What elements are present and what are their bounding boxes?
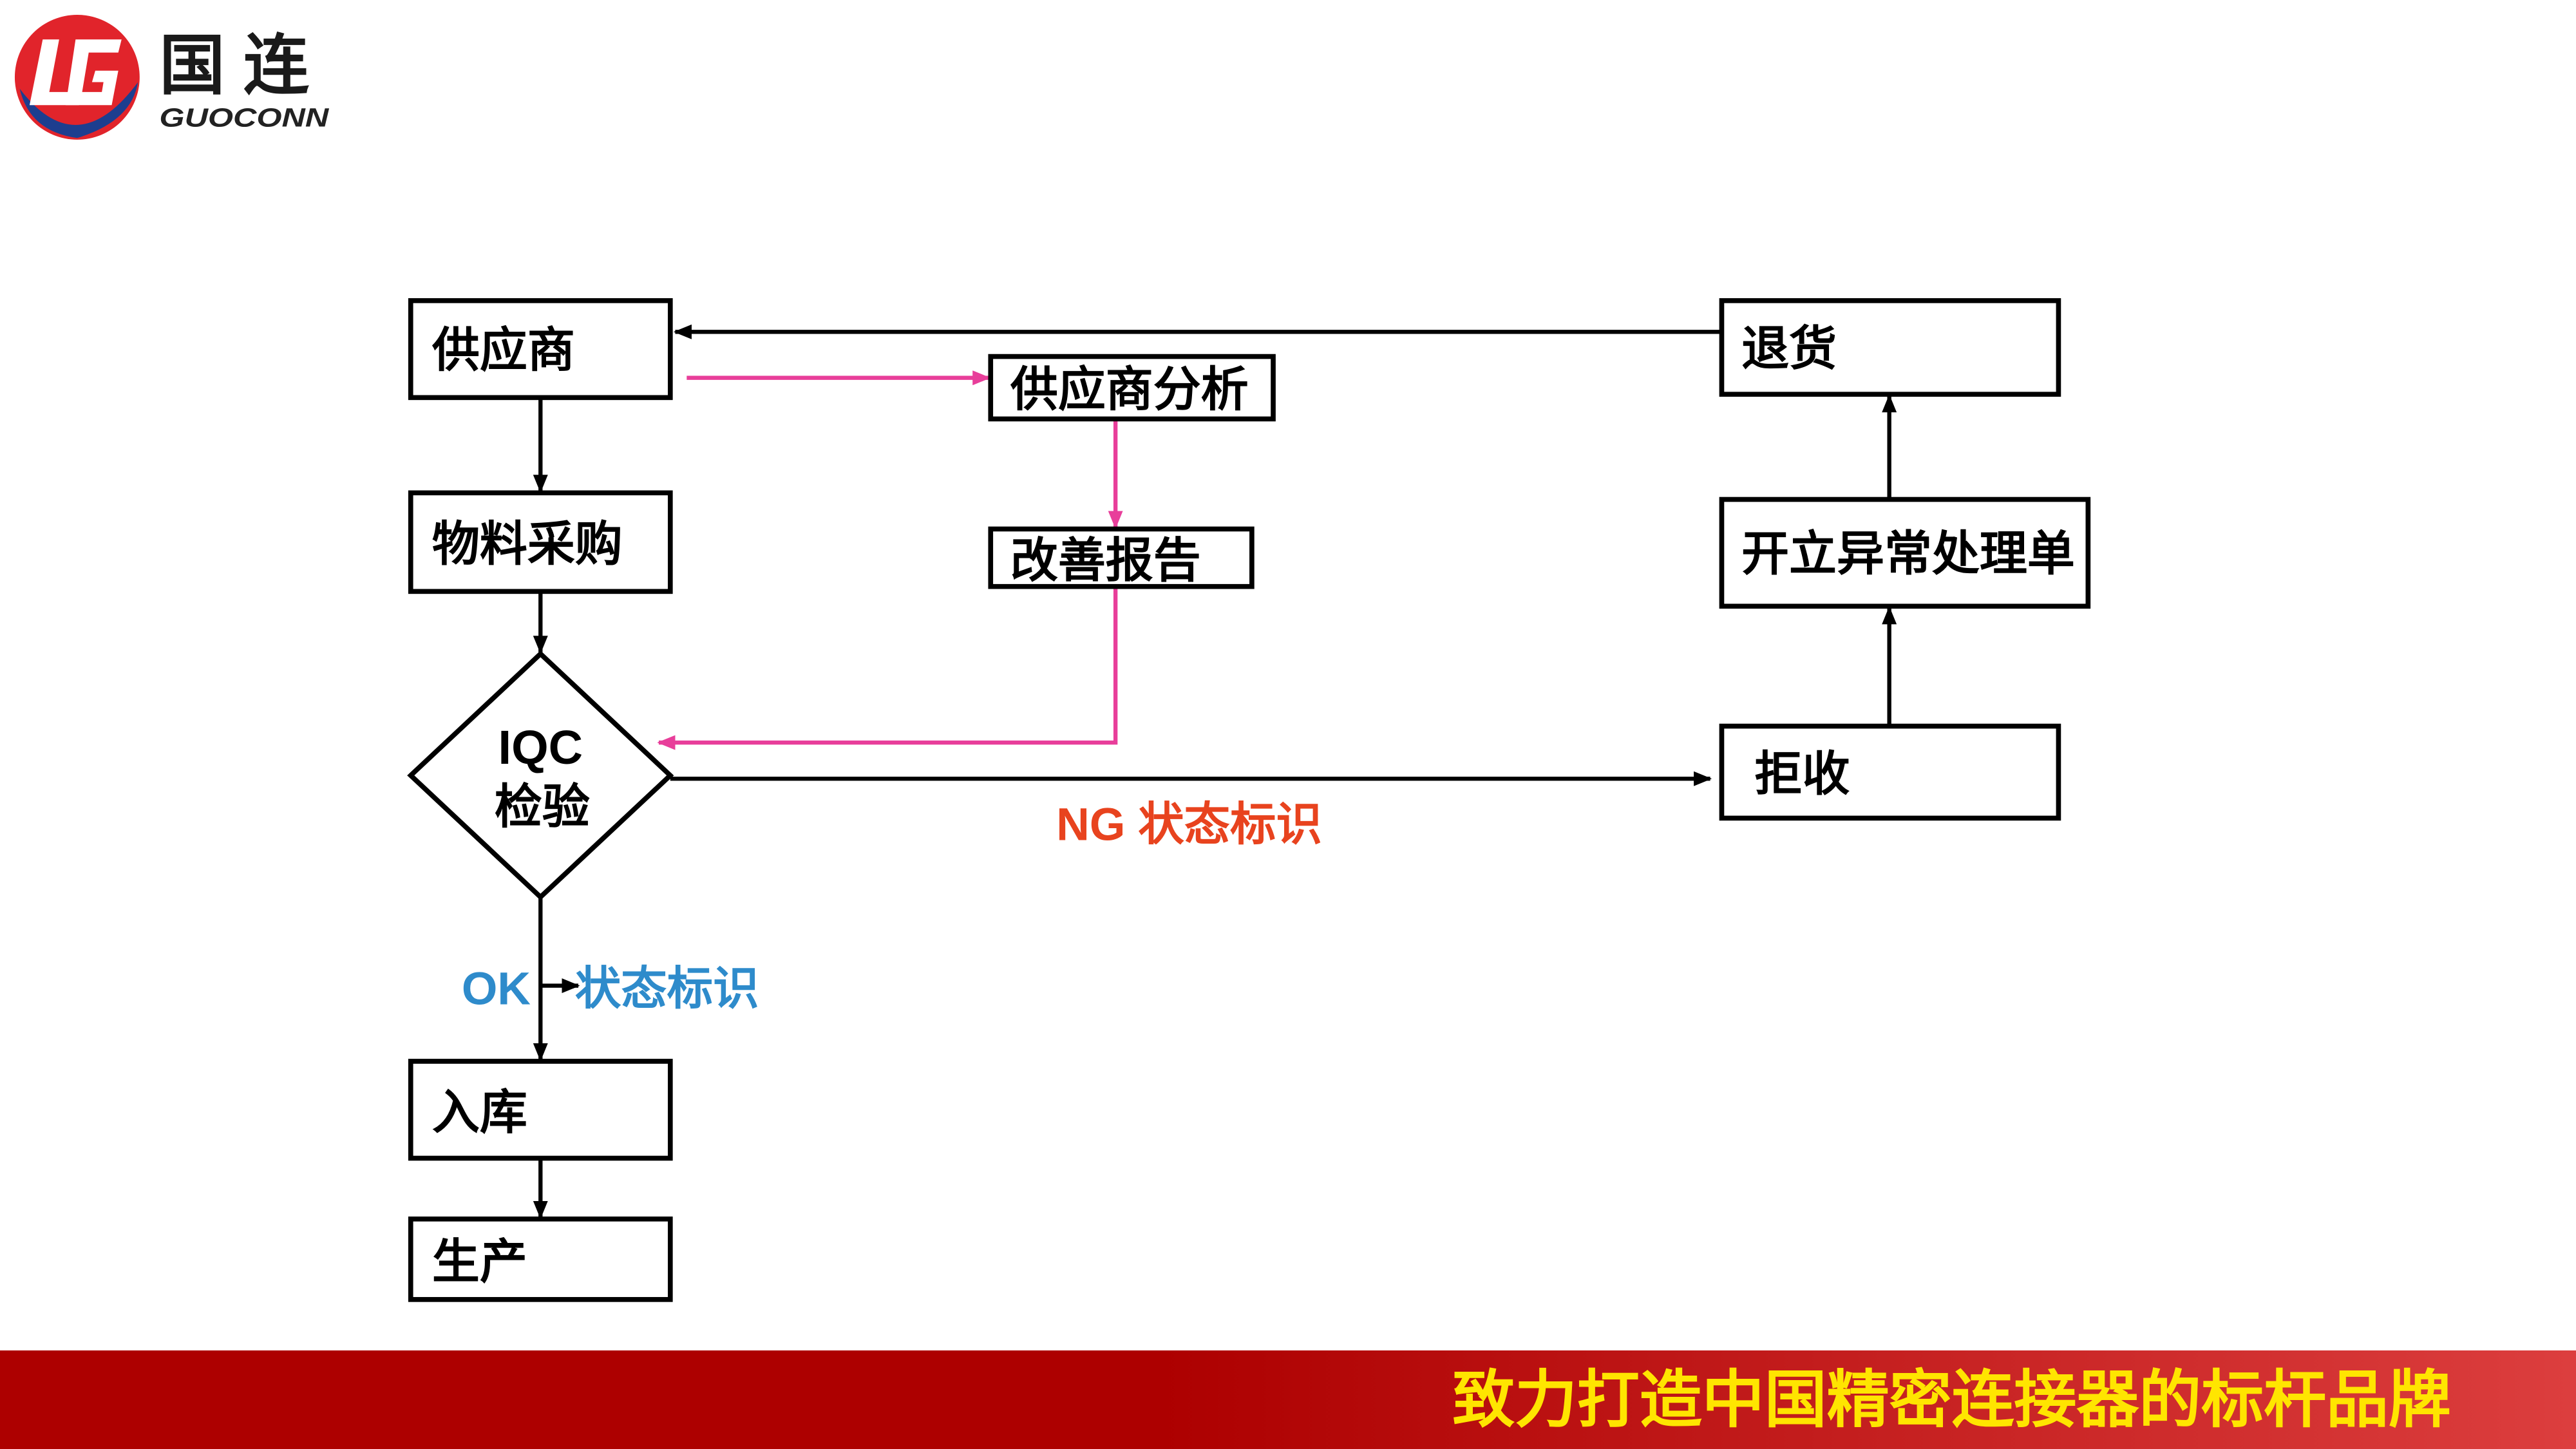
node-label-title: IQC	[498, 721, 583, 774]
node-box	[988, 354, 1276, 422]
arrow-report-to-iqc	[657, 586, 1118, 750]
node-label: 改善报告	[1010, 533, 1201, 587]
node-label: 退货	[1741, 321, 1837, 375]
node-label-subtitle: 检验	[495, 780, 590, 833]
node-box	[1719, 723, 2061, 821]
node-rejection: 拒收	[1719, 723, 2061, 821]
node-label: 入库	[432, 1086, 527, 1139]
logo-name-cn: 国 连	[159, 29, 309, 102]
logo-letter-g	[66, 39, 122, 106]
footer-slogan: 致力打造中国精密连接器的标杆品牌	[1452, 1365, 2451, 1435]
node-label: 物料采购	[432, 517, 623, 571]
node-box	[408, 1059, 673, 1161]
node-box	[408, 298, 673, 401]
node-supplier-analysis: 供应商分析	[988, 354, 1276, 422]
node-label: 拒收	[1754, 747, 1850, 800]
logo-letter-l	[29, 39, 82, 106]
node-label: 供应商	[432, 323, 575, 377]
node-supplier: 供应商	[408, 298, 673, 401]
node-return-goods: 退货	[1719, 298, 2061, 397]
node-improvement-report: 改善报告	[988, 526, 1255, 589]
node-box	[1719, 298, 2061, 397]
node-production: 生产	[408, 1217, 673, 1302]
node-box	[408, 1217, 673, 1302]
logo-blue-swoosh	[19, 82, 138, 138]
ng-status-label: NG 状态标识	[1056, 799, 1322, 851]
node-warehousing: 入库	[408, 1059, 673, 1161]
node-material-purchase: 物料采购	[408, 490, 673, 594]
node-box	[988, 526, 1255, 589]
node-box	[1719, 497, 2091, 609]
node-label: 开立异常处理单	[1741, 527, 2075, 580]
company-logo: 国 连 GUOCONN	[14, 14, 330, 140]
footer-background	[0, 1350, 2576, 1449]
ok-label: OK	[462, 963, 531, 1015]
node-iqc-inspection: IQC 检验	[407, 650, 674, 901]
node-label: 生产	[432, 1235, 527, 1289]
node-abnormal-handling-form: 开立异常处理单	[1719, 497, 2091, 609]
node-box	[408, 490, 673, 594]
improvement-flow-arrows	[657, 370, 1123, 750]
main-flow-arrows	[533, 324, 1897, 1219]
ok-status-label: 状态标识	[575, 963, 759, 1015]
node-label: 供应商分析	[1010, 363, 1249, 416]
footer-bar: 致力打造中国精密连接器的标杆品牌	[0, 1350, 2576, 1449]
logo-name-en: GUOCONN	[159, 102, 330, 132]
decision-diamond	[407, 650, 674, 901]
